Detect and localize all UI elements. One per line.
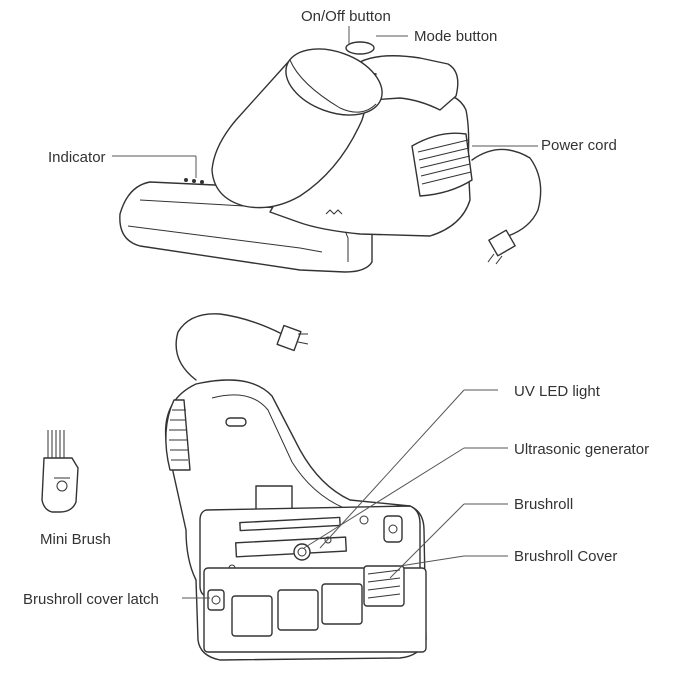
device-handle xyxy=(359,55,459,111)
label-mini-brush: Mini Brush xyxy=(40,531,111,548)
brushroll-segments xyxy=(231,565,405,637)
label-power-cord: Power cord xyxy=(541,137,617,154)
label-brushroll-cover: Brushroll Cover xyxy=(514,548,617,565)
leader-lines xyxy=(112,26,538,599)
brushroll-cover-latch-shape xyxy=(207,515,403,611)
indicator-dots xyxy=(184,178,204,184)
ultrasonic-generator-shape xyxy=(293,543,311,561)
label-on-off-button: On/Off button xyxy=(301,8,391,25)
label-uv-led-light: UV LED light xyxy=(514,383,601,400)
label-mode-button: Mode button xyxy=(414,28,497,45)
label-ultrasonic-generator: Ultrasonic generator xyxy=(514,441,649,458)
vent-grille xyxy=(411,132,473,197)
power-cord-line xyxy=(471,148,542,237)
slot-top xyxy=(225,417,247,427)
label-indicator: Indicator xyxy=(48,149,106,166)
mini-brush-drawing xyxy=(41,430,79,513)
on-off-button-shape xyxy=(345,41,375,55)
vacuum-top-view xyxy=(119,41,542,273)
side-vent-bottom xyxy=(165,399,191,471)
uv-led-window xyxy=(235,536,347,558)
cup-ring xyxy=(285,48,383,116)
plug-top xyxy=(487,229,516,265)
label-brushroll: Brushroll xyxy=(514,496,573,513)
label-brushroll-cover-latch: Brushroll cover latch xyxy=(23,591,159,608)
plug-bottom xyxy=(276,324,309,352)
power-cord-bottom xyxy=(175,313,283,381)
uv-led-slot xyxy=(239,516,341,532)
vacuum-bottom-view xyxy=(164,313,427,661)
